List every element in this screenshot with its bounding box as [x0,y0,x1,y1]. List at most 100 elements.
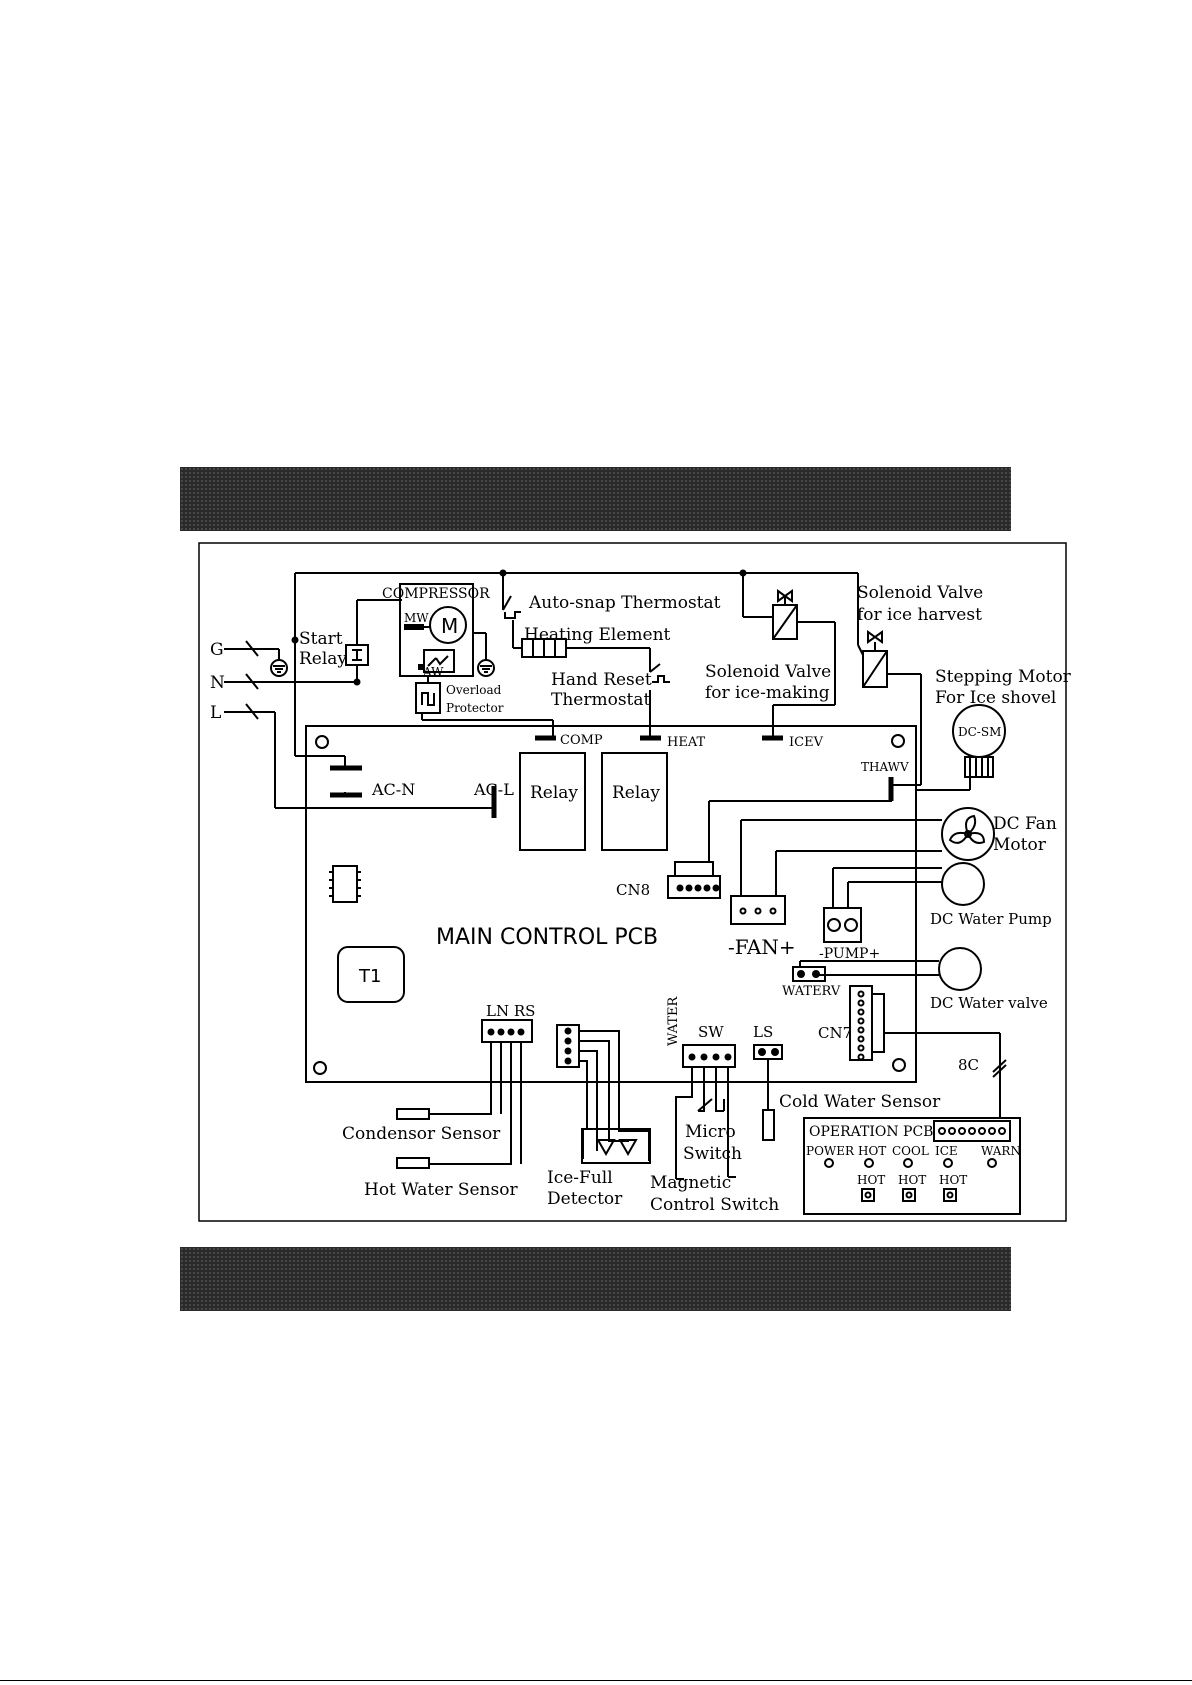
sw-label: SW [698,1023,724,1041]
indicator-hot: HOT [858,1144,886,1158]
pump-label: -PUMP+ [819,946,880,962]
waterv-connector [792,966,826,982]
compressor-label: COMPRESSOR [382,586,490,602]
ice-full-detector [581,1128,651,1164]
indicator-warn: WARN [981,1144,1021,1158]
cn8-label: CN8 [616,881,650,899]
relay-1-label: Relay [530,783,578,803]
transformer-label: T1 [358,966,381,987]
hot-button-1[interactable] [861,1188,875,1202]
condensor-sensor-probe [396,1108,430,1120]
operation-pcb [803,1117,1021,1215]
cn8-connector [667,875,721,899]
icev-label: ICEV [789,735,824,750]
operation-pcb-title: OPERATION PCB [809,1124,933,1140]
label-l: L [210,703,221,723]
indicator-cool: COOL [892,1144,929,1158]
compressor-motor [429,606,467,644]
label-g: G [210,640,224,660]
mount-hole [315,735,329,749]
solenoid-harvest-label-1: Solenoid Valve [857,583,983,603]
cold-water-sensor-label: Cold Water Sensor [779,1092,941,1112]
thawv-label: THAWV [861,760,909,774]
heat-label: HEAT [667,735,706,750]
motor-label: M [441,614,458,638]
ice-full-connector [556,1024,580,1068]
ln-rs-label: LN RS [486,1002,535,1020]
solenoid-making-label-1: Solenoid Valve [705,662,831,682]
hand-reset-label-1: Hand Reset [551,670,652,690]
footer-band [180,1247,1011,1311]
relay-2-label: Relay [612,783,660,803]
hot-water-sensor-probe [396,1157,430,1169]
mount-hole [892,1058,906,1072]
ac-l-label: AC-L [473,780,514,799]
pcb-title: MAIN CONTROL PCB [436,925,658,950]
warn-led [987,1158,997,1168]
ice-led [943,1158,953,1168]
dc-fan-label-2: Motor [993,835,1047,855]
cold-water-sensor-probe [762,1109,775,1141]
dc-water-valve [938,947,982,991]
hand-reset-label-2: Thermostat [551,690,651,710]
micro-switch-label-2: Switch [683,1144,742,1164]
button-label-hot-2: HOT [898,1173,926,1187]
mount-hole [891,734,905,748]
ln-rs-connector [481,1019,533,1043]
label-n: N [210,673,225,693]
start-relay-label-1: Start [299,629,343,649]
hot-button-2[interactable] [902,1188,916,1202]
operation-pcb-connector [933,1120,1011,1142]
solenoid-making-label-2: for ice-making [705,683,830,703]
comp-label: COMP [560,733,603,748]
button-label-hot-3: HOT [939,1173,967,1187]
ic-chip [332,865,358,903]
solenoid-harvest-label-2: for ice harvest [857,605,982,625]
overload-label-1: Overload [446,683,502,697]
condensor-sensor-label: Condensor Sensor [342,1124,501,1144]
sw-connector [682,1044,736,1068]
dc-water-pump-label: DC Water Pump [930,910,1052,928]
fan-label: -FAN+ [728,935,796,959]
dc-water-pump [941,862,985,906]
header-band [180,467,1011,531]
ice-full-label-2: Detector [547,1189,623,1209]
indicator-ice: ICE [935,1144,958,1158]
dc-sm-badge: DC-SM [958,725,1001,739]
water-label: WATER [666,995,681,1046]
hot-water-sensor-label: Hot Water Sensor [364,1180,518,1200]
button-label-hot-1: HOT [857,1173,885,1187]
cn7-label: CN7 [818,1024,852,1042]
hot-button-3[interactable] [943,1188,957,1202]
diagram-frame [198,542,1067,1222]
hot-led [864,1158,874,1168]
start-relay-label-2: Relay [299,649,347,669]
pump-connector [823,907,862,943]
fan-connector [730,895,786,925]
waterv-label: WATERV [782,984,841,999]
winding-aw-label: AW [422,665,444,679]
stepping-motor-label-1: Stepping Motor [935,667,1072,687]
ac-n-label: AC-N [371,780,415,799]
mount-hole [313,1061,327,1075]
cable-8c-label: 8C [958,1056,979,1074]
transformer-t1 [337,946,405,1003]
dc-fan-label-1: DC Fan [993,814,1057,834]
cool-led [903,1158,913,1168]
relay-2 [601,752,668,851]
dc-water-valve-label: DC Water valve [930,994,1048,1012]
stepping-motor-label-2: For Ice shovel [935,688,1056,708]
magnetic-switch-label-2: Control Switch [650,1195,779,1215]
page-bottom-rule [0,1680,1192,1681]
auto-snap-label: Auto-snap Thermostat [528,593,721,613]
ice-full-label-1: Ice-Full [547,1168,613,1188]
winding-mw-label: MW [404,611,429,625]
dc-fan-motor [941,807,995,861]
power-led [824,1158,834,1168]
relay-1 [519,752,586,851]
indicator-power: POWER [806,1144,855,1158]
compressor [399,583,474,677]
magnetic-switch-label-1: Magnetic [650,1173,731,1193]
